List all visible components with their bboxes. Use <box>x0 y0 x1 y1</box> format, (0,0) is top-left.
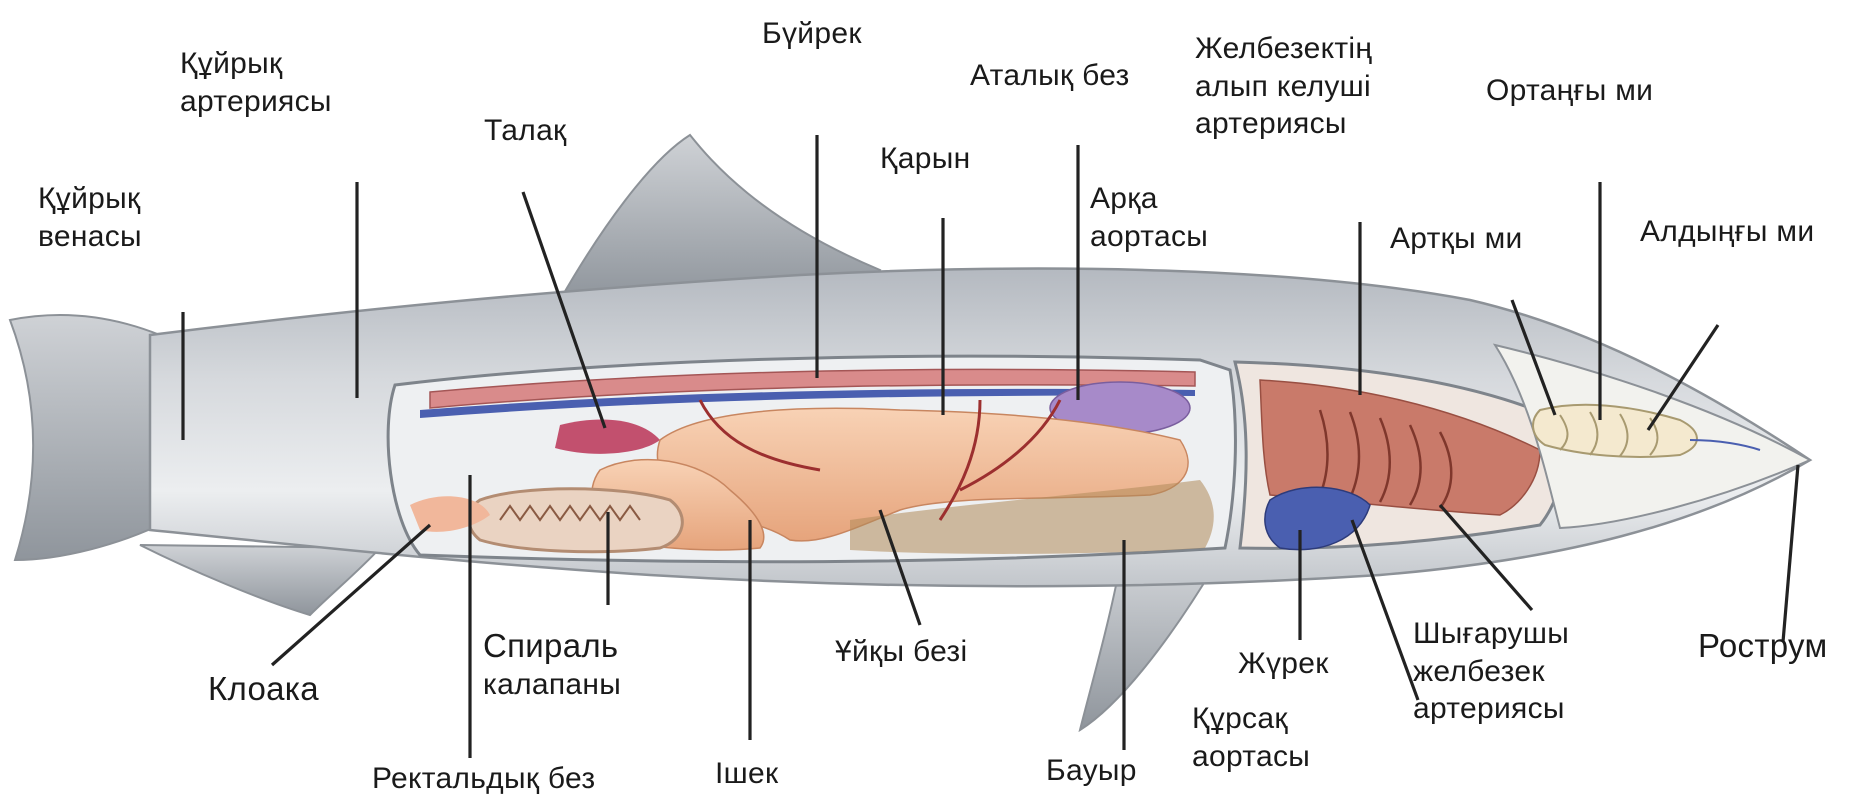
label-heart: Жүрек <box>1238 645 1329 683</box>
label-intestine: Ішек <box>715 755 778 793</box>
caudal-fin <box>10 315 170 560</box>
label-midbrain: Ортаңғы ми <box>1486 72 1653 110</box>
label-kidney: Бүйрек <box>762 15 862 53</box>
pelvic-fin <box>140 545 380 615</box>
label-spleen: Талақ <box>484 112 566 150</box>
label-stomach: Қарын <box>880 140 970 178</box>
label-liver: Бауыр <box>1046 752 1137 790</box>
label-rectal-gland: Ректальдық без <box>372 760 595 798</box>
label-pancreas: Ұйқы безі <box>835 633 967 671</box>
label-rostrum: Рострум <box>1698 625 1827 666</box>
label-testis: Аталық без <box>970 57 1130 95</box>
label-forebrain: Алдыңғы ми <box>1640 213 1814 251</box>
label-hindbrain: Артқы ми <box>1390 220 1523 258</box>
label-cloaca: Клоака <box>208 668 319 709</box>
